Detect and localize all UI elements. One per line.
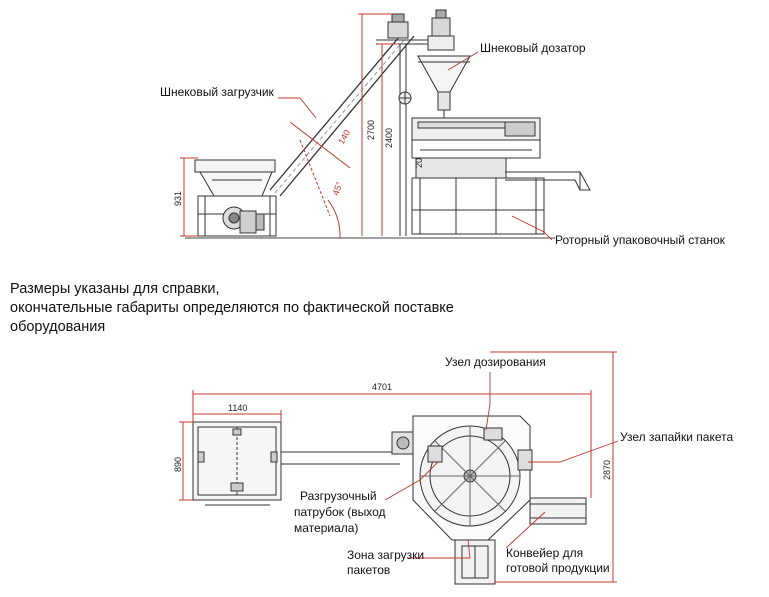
- note-line-2: окончательные габариты определяются по ф…: [10, 300, 454, 316]
- top-leaders: [384, 372, 619, 559]
- dimensions-note: Размеры указаны для справки, окончательн…: [10, 280, 570, 337]
- label-sealing-unit: Узел запайки пакета: [620, 430, 733, 444]
- side-leaders: [278, 51, 553, 241]
- label-screw-loader: Шнековый загрузчик: [160, 85, 275, 99]
- label-bag-zone-2: пакетов: [347, 563, 390, 577]
- dim-4701: 4701: [372, 382, 392, 392]
- dim-931: 931: [173, 191, 183, 206]
- loader-support-column: [398, 44, 412, 236]
- dim-890: 890: [173, 457, 183, 472]
- dim-2400: 2400: [384, 128, 394, 148]
- top-view: [179, 351, 617, 585]
- label-rotary-machine: Роторный упаковочный станок: [555, 233, 726, 247]
- label-dosing-unit: Узел дозирования: [445, 355, 546, 369]
- bag-loading-zone-top: [454, 539, 496, 585]
- dim-1140: 1140: [228, 403, 247, 413]
- loader-motor: [222, 206, 265, 234]
- label-conveyor-1: Конвейер для: [506, 546, 583, 560]
- rotary-machine-side: [411, 117, 591, 235]
- rotary-machine-top: [412, 415, 533, 541]
- inclined-screw-tube: [269, 29, 415, 197]
- label-screw-doser: Шнековый дозатор: [480, 41, 586, 55]
- label-bag-zone-1: Зона загрузки: [347, 548, 424, 562]
- dim-2700: 2700: [366, 120, 376, 140]
- note-line-3: оборудования: [10, 319, 106, 335]
- note-line-1: Размеры указаны для справки,: [10, 281, 220, 297]
- output-conveyor-top: [529, 497, 587, 525]
- screw-conveyor-top: [281, 431, 415, 465]
- dim-2870: 2870: [602, 460, 612, 480]
- dimension-lines-side: [180, 13, 398, 239]
- screw-doser: [417, 9, 471, 124]
- dim-angle-45: 45°: [330, 180, 344, 197]
- label-conveyor-2: готовой продукции: [506, 561, 610, 575]
- dim-140: 140: [336, 128, 352, 146]
- screw-loader-hopper: [194, 159, 277, 237]
- dimension-lines-top: [179, 351, 617, 583]
- label-discharge-1: Разгрузочный: [300, 489, 377, 503]
- label-discharge-3: материала): [294, 521, 358, 535]
- label-discharge-2: патрубок (выход: [294, 505, 385, 519]
- dim-20: 20: [414, 158, 424, 168]
- hopper-top: [192, 421, 282, 506]
